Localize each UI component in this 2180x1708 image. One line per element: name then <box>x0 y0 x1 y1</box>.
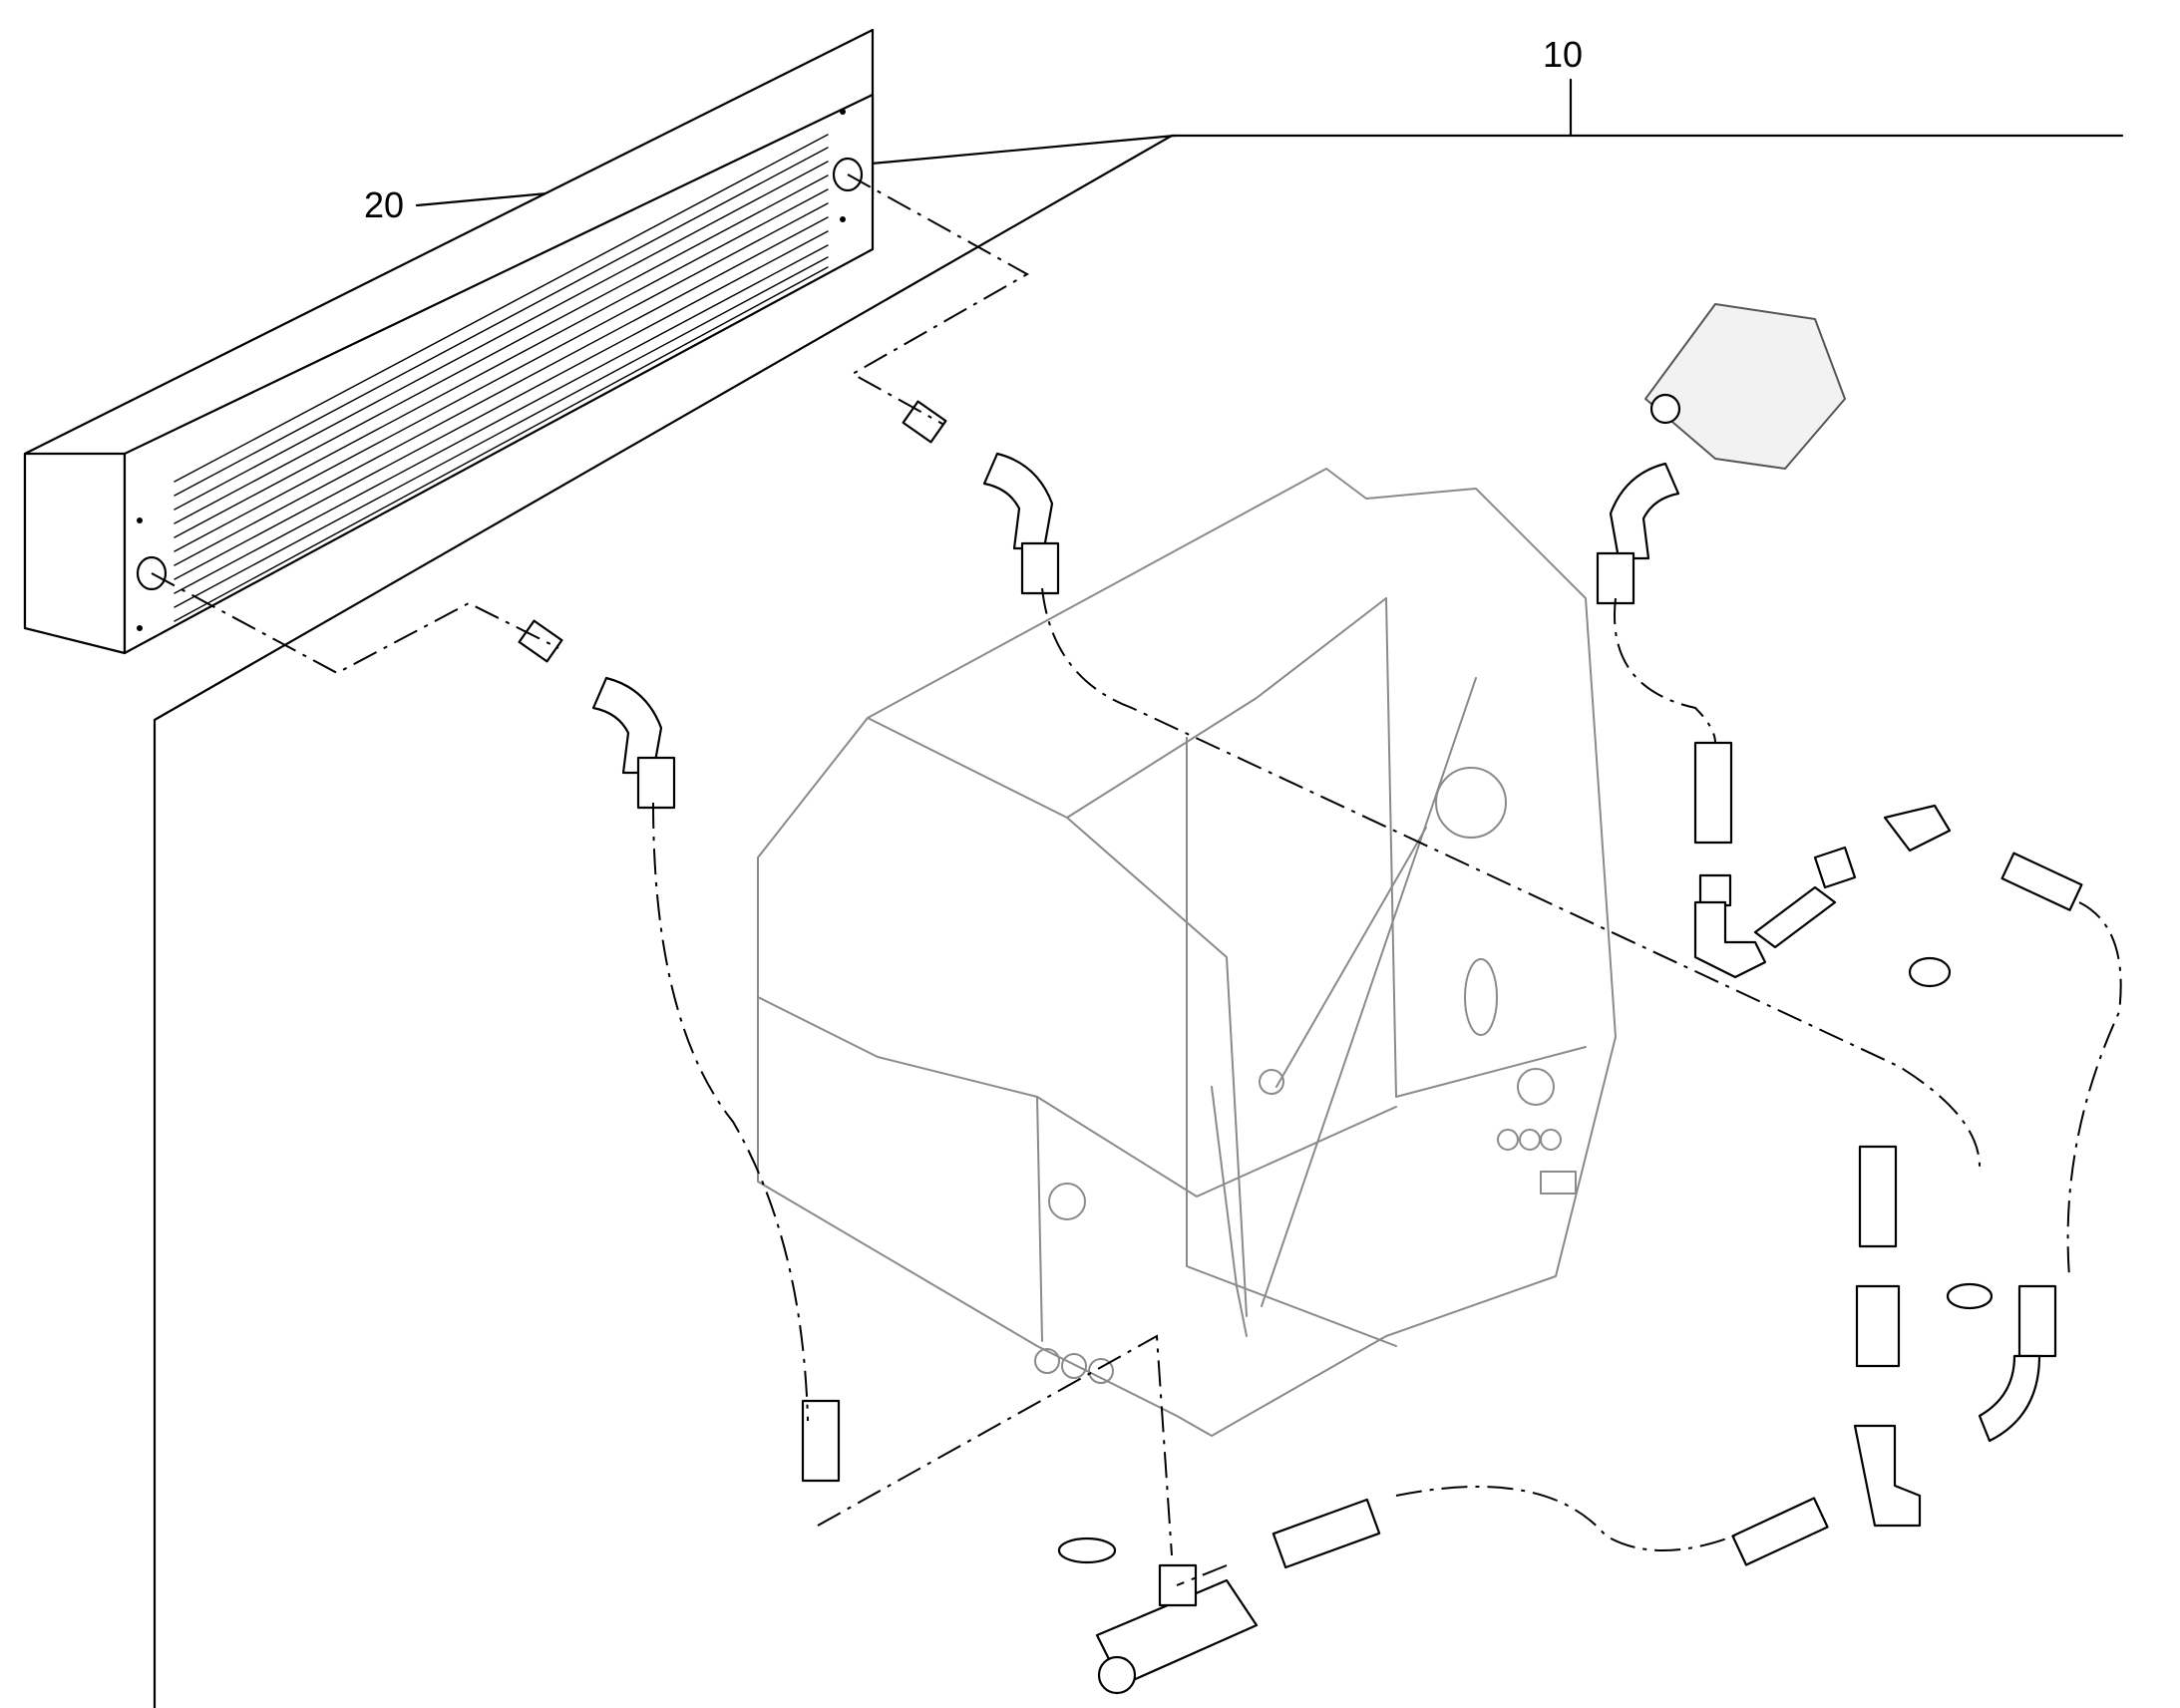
hose-lower-right <box>1731 1145 2057 1566</box>
oil-cooler <box>23 28 875 655</box>
hose-right <box>1596 462 2083 988</box>
tractor-frame <box>757 468 1617 1437</box>
callout-10: 10 <box>1543 34 1583 75</box>
hose-upper-left <box>518 400 1060 810</box>
tee-block-lower <box>801 1399 1381 1695</box>
callout-20: 20 <box>364 184 404 225</box>
valve-upper-right <box>1644 303 1846 470</box>
flow-lines <box>151 173 2122 1586</box>
